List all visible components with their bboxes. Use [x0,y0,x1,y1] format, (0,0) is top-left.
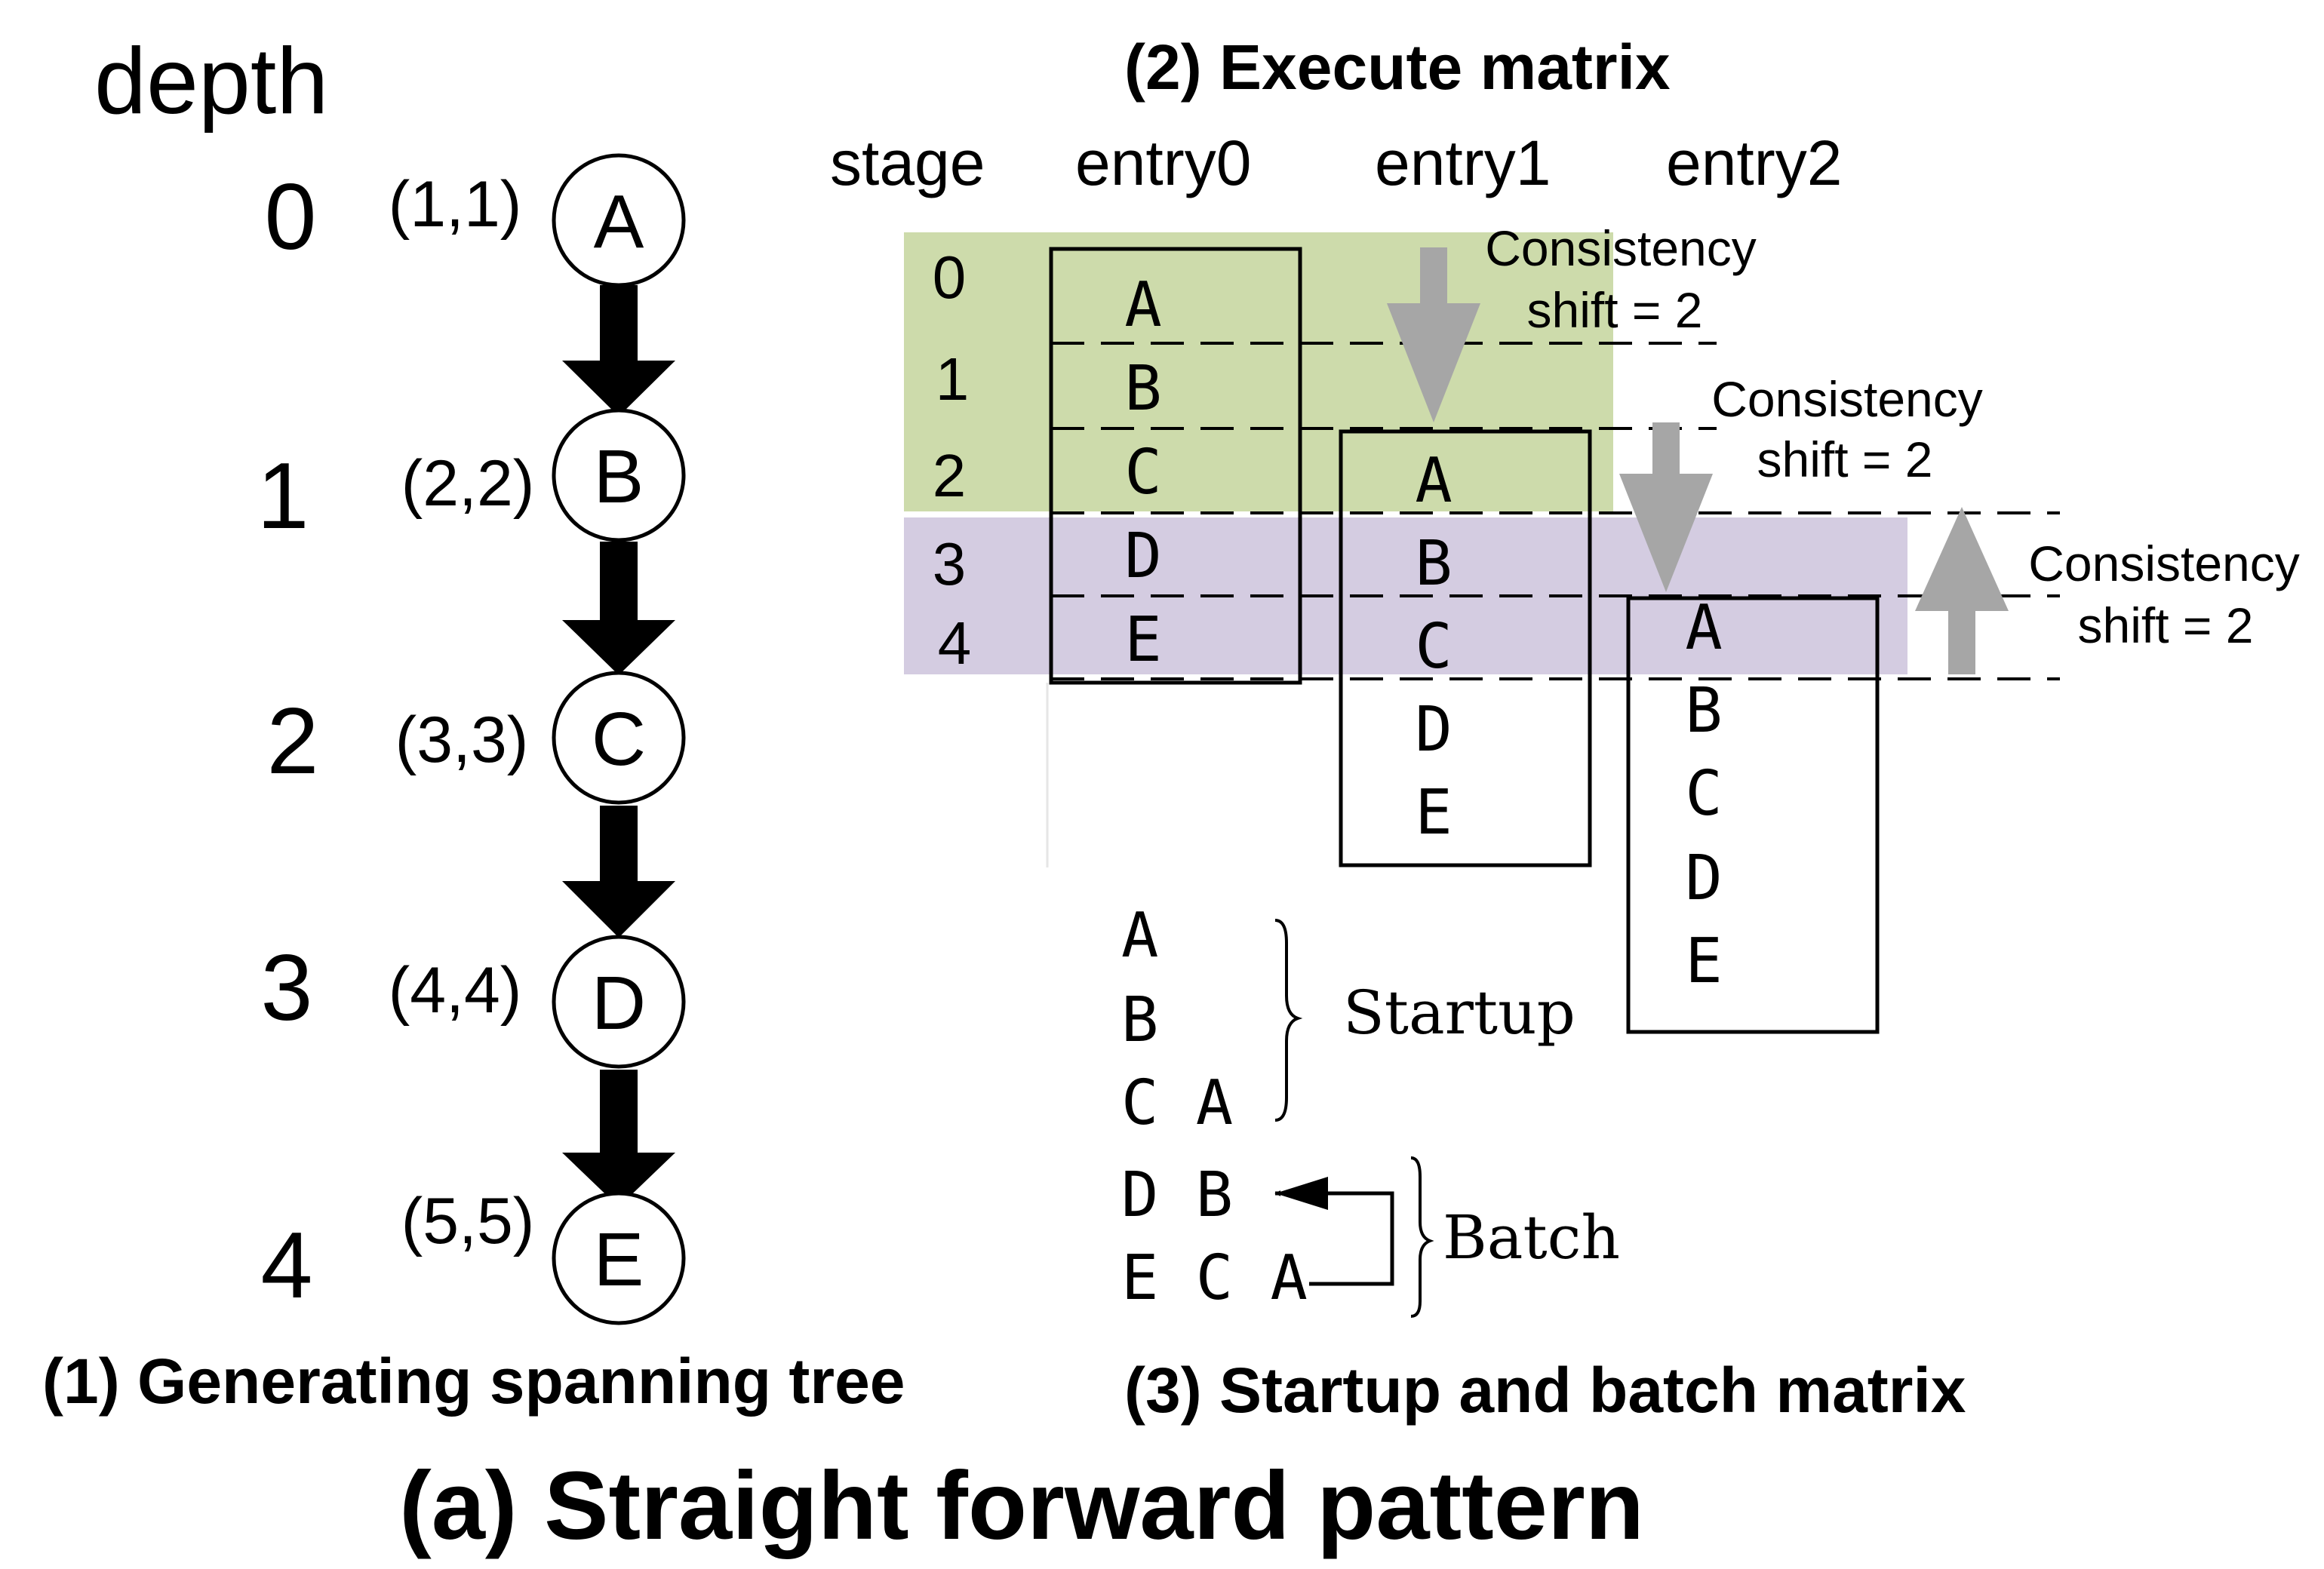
execute-title: (2) Execute matrix [1124,32,1671,103]
entry-letter: B [1415,528,1452,600]
startup-row: C A [1121,1067,1233,1139]
startup-label: Startup [1343,978,1575,1048]
node-circle [552,153,686,287]
tree-node-a: 0 (1,1) A [265,153,686,287]
consistency-label: Consistency [1711,371,1983,427]
spanning-tree-panel: depth 0 (1,1) A 1 (2,2) B 2 (3,3) C [42,29,905,1417]
entry-header-2: entry2 [1666,127,1842,198]
shift-label: shift = 2 [1757,431,1933,487]
stage-number: 0 [933,244,967,311]
node-circle [552,408,686,542]
startup-band [904,232,1613,511]
consistency-arrow-up-3 [1915,507,2009,674]
node-label: B [594,434,644,519]
entry-letter: A [1415,445,1452,517]
node-circle [552,1191,686,1325]
stage-header: stage [830,127,985,198]
consistency-label: Consistency [1485,220,1757,276]
entry-letter: E [1124,604,1161,676]
entry-header-0: entry0 [1075,127,1251,198]
node-coordinate: (1,1) [389,168,522,241]
node-coordinate: (2,2) [401,447,535,520]
stage-number: 2 [933,442,967,509]
tree-arrow-b-c [562,542,675,675]
entry-letter: D [1124,520,1161,592]
entry1-box [1339,429,1592,867]
node-coordinate: (3,3) [395,704,529,776]
shift-label: shift = 2 [2078,597,2254,653]
startup-batch-panel: A B C A D B E C A Startup Batch (3) Star… [1121,900,1966,1426]
consistency-arrow-down-2 [1619,422,1713,592]
batch-brace [1410,1156,1434,1318]
node-coordinate: (5,5) [401,1185,535,1257]
entry-letter: B [1685,675,1722,747]
depth-number: 1 [257,444,309,548]
startup-row: B [1121,984,1158,1056]
stage-boundaries [1051,342,2060,680]
shift-label: shift = 2 [1527,282,1703,338]
entry-letter: D [1685,843,1722,914]
batch-arrow-head [1275,1177,1328,1210]
entry-letter: C [1415,611,1452,683]
entry1-column: A B C D E [1415,445,1452,849]
entry-letter: C [1685,758,1722,830]
stage-number: 4 [938,609,972,677]
tree-node-d: 3 (4,4) D [261,935,686,1069]
node-label: A [594,180,644,264]
depth-number: 0 [265,165,317,269]
tree-node-e: 4 (5,5) E [261,1185,686,1325]
tree-arrow-a-b [562,285,675,416]
consistency-arrow-down-1 [1387,247,1480,422]
startup-brace [1274,919,1303,1122]
tree-node-b: 1 (2,2) B [257,408,686,548]
depth-number: 4 [261,1214,313,1318]
entry-letter: D [1415,694,1452,766]
tree-arrow-c-d [562,806,675,938]
node-label: E [594,1217,644,1302]
stage-number: 3 [933,530,967,597]
depth-number: 2 [267,689,319,794]
node-circle [552,671,686,805]
entry0-column: A B C D E [1124,269,1161,676]
tree-node-c: 2 (3,3) C [267,671,686,805]
depth-number: 3 [261,936,313,1040]
entry0-box [1049,247,1302,685]
consistency-label: Consistency [2028,536,2300,591]
node-coordinate: (4,4) [389,954,522,1027]
stage-number: 1 [936,345,970,413]
figure-caption: (a) Straight forward pattern [399,1452,1644,1560]
tree-arrow-d-e [562,1070,675,1207]
batch-label: Batch [1443,1202,1620,1273]
node-label: D [592,961,646,1045]
entry-header-1: entry1 [1375,127,1551,198]
entry-letter: C [1124,437,1161,508]
batch-row: E C A [1121,1242,1308,1314]
node-circle [552,935,686,1069]
batch-row: D B [1121,1159,1233,1231]
tree-arrows [562,285,675,1207]
startup-batch-caption: (3) Startup and batch matrix [1124,1355,1966,1426]
tree-caption: (1) Generating spanning tree [42,1346,905,1417]
batch-loop-arrow [1274,1190,1394,1286]
entry-letter: E [1415,777,1452,849]
entry-letter: A [1124,269,1161,341]
entry-letter: B [1124,353,1161,425]
startup-row: A [1121,900,1158,972]
depth-label: depth [94,29,328,134]
entry-letter: E [1685,926,1722,997]
entry2-column: A B C D E [1685,592,1722,997]
entry-letter: A [1685,592,1722,664]
entry2-box [1626,596,1880,1034]
execute-matrix-panel: (2) Execute matrix stage entry0 entry1 e… [830,32,2300,1034]
node-label: C [592,697,646,781]
